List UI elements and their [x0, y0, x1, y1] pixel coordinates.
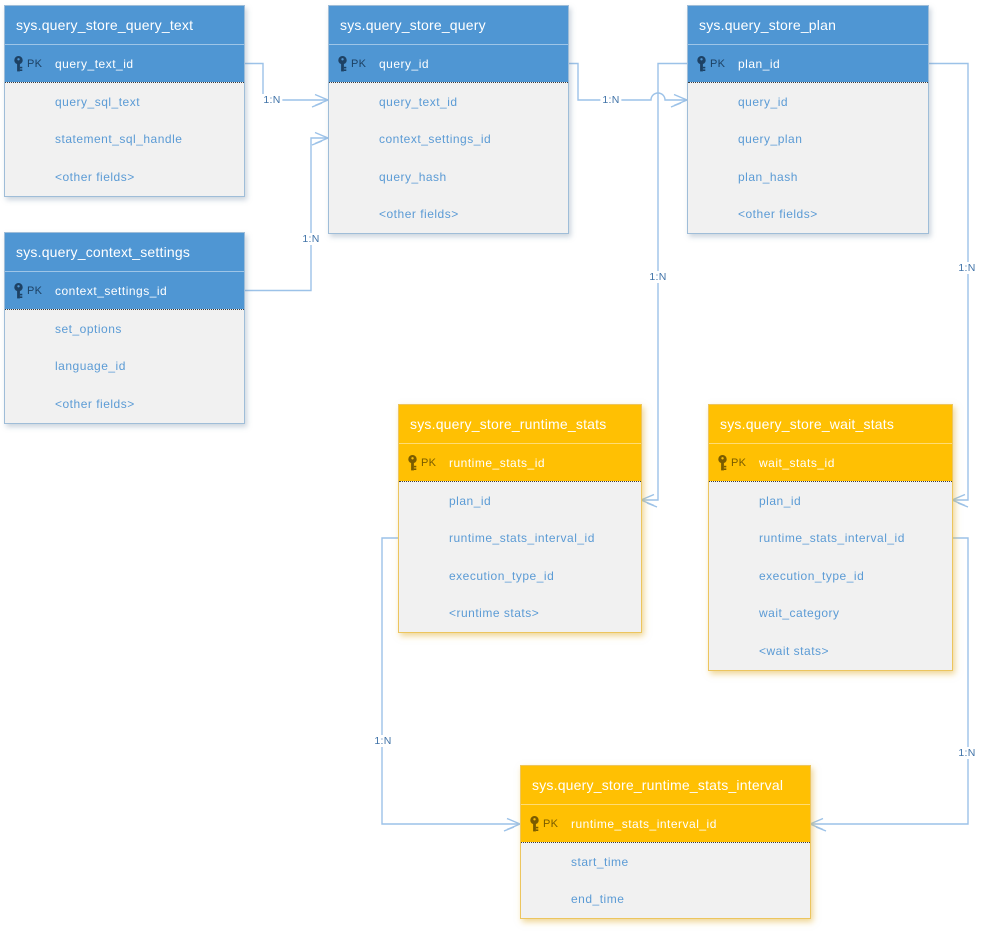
cardinality-label: 1:N: [647, 271, 669, 283]
primary-key-icon: [407, 454, 418, 471]
field-plan-id: plan_id: [759, 493, 802, 508]
pk-field-name: wait_stats_id: [759, 455, 835, 470]
table-title: sys.query_context_settings: [5, 233, 244, 271]
field-other-fields: <other fields>: [738, 207, 818, 222]
pk-label: PK: [27, 57, 43, 70]
field-other-fields: <other fields>: [55, 169, 135, 184]
field-runtime-stats: <runtime stats>: [449, 606, 540, 621]
pk-label: PK: [421, 456, 437, 469]
field-language-id: language_id: [55, 359, 126, 374]
field-list: query_id query_plan plan_hash <other fie…: [688, 82, 928, 233]
field-set-options: set_options: [55, 321, 122, 336]
field-plan-hash: plan_hash: [738, 169, 798, 184]
primary-key-icon: [337, 55, 348, 72]
field-execution-type-id: execution_type_id: [759, 568, 865, 583]
entity-table-query-store-plan[interactable]: sys.query_store_plan PK plan_id query_id…: [687, 5, 929, 234]
pk-row: PK runtime_stats_interval_id: [521, 804, 810, 842]
field-query-hash: query_hash: [379, 169, 447, 184]
entity-table-query-context-settings[interactable]: sys.query_context_settings PK context_se…: [4, 232, 245, 424]
cardinality-label: 1:N: [261, 94, 283, 106]
pk-field-name: plan_id: [738, 56, 781, 71]
pk-row: PK wait_stats_id: [709, 443, 952, 481]
field-wait-stats: <wait stats>: [759, 643, 830, 658]
cardinality-label: 1:N: [956, 747, 978, 759]
pk-field-name: runtime_stats_interval_id: [571, 816, 717, 831]
field-query-id: query_id: [738, 94, 789, 109]
primary-key-icon: [529, 815, 540, 832]
arrowhead-icon: [808, 817, 827, 832]
pk-label: PK: [731, 456, 747, 469]
cardinality-label: 1:N: [600, 94, 622, 106]
primary-key-icon: [717, 454, 728, 471]
field-plan-id: plan_id: [449, 493, 492, 508]
cardinality-label: 1:N: [372, 735, 394, 747]
entity-table-query-store-runtime-stats-interval[interactable]: sys.query_store_runtime_stats_interval P…: [520, 765, 811, 919]
arrowhead-icon: [670, 93, 689, 108]
pk-row: PK runtime_stats_id: [399, 443, 641, 481]
entity-table-query-store-query[interactable]: sys.query_store_query PK query_id query_…: [328, 5, 569, 234]
pk-label: PK: [351, 57, 367, 70]
pk-row: PK query_text_id: [5, 44, 244, 82]
field-list: set_options language_id <other fields>: [5, 309, 244, 423]
arrowhead-icon: [311, 131, 330, 146]
field-statement-sql-handle: statement_sql_handle: [55, 132, 183, 147]
field-execution-type-id: execution_type_id: [449, 568, 555, 583]
arrowhead-icon: [311, 93, 330, 108]
table-title: sys.query_store_runtime_stats_interval: [521, 766, 810, 804]
pk-field-name: context_settings_id: [55, 283, 168, 298]
cardinality-label: 1:N: [300, 233, 322, 245]
arrowhead-icon: [950, 493, 969, 508]
field-other-fields: <other fields>: [379, 207, 459, 222]
connector-line: [810, 537, 969, 825]
entity-table-query-store-query-text[interactable]: sys.query_store_query_text PK query_text…: [4, 5, 245, 197]
pk-label: PK: [710, 57, 726, 70]
table-title: sys.query_store_plan: [688, 6, 928, 44]
connector-line: [928, 62, 969, 501]
pk-label: PK: [543, 817, 559, 830]
pk-label: PK: [27, 284, 43, 297]
pk-field-name: query_text_id: [55, 56, 134, 71]
pk-row: PK query_id: [329, 44, 568, 82]
connector-line: [244, 62, 328, 101]
field-query-text-id: query_text_id: [379, 94, 458, 109]
field-start-time: start_time: [571, 854, 629, 869]
entity-table-query-store-wait-stats[interactable]: sys.query_store_wait_stats PK wait_stats…: [708, 404, 953, 671]
field-runtime-stats-interval-id: runtime_stats_interval_id: [449, 531, 595, 546]
table-title: sys.query_store_query: [329, 6, 568, 44]
arrowhead-icon: [503, 817, 522, 832]
connector-line: [244, 137, 328, 292]
table-title: sys.query_store_wait_stats: [709, 405, 952, 443]
field-list: plan_id runtime_stats_interval_id execut…: [709, 481, 952, 670]
entity-table-query-store-runtime-stats[interactable]: sys.query_store_runtime_stats PK runtime…: [398, 404, 642, 633]
primary-key-icon: [13, 282, 24, 299]
pk-field-name: runtime_stats_id: [449, 455, 546, 470]
field-query-plan: query_plan: [738, 132, 803, 147]
connector-line: [568, 62, 687, 101]
field-wait-category: wait_category: [759, 606, 840, 621]
connector-line: [381, 537, 520, 825]
primary-key-icon: [13, 55, 24, 72]
field-list: start_time end_time: [521, 842, 810, 918]
pk-row: PK context_settings_id: [5, 271, 244, 309]
field-list: query_sql_text statement_sql_handle <oth…: [5, 82, 244, 196]
primary-key-icon: [696, 55, 707, 72]
table-title: sys.query_store_query_text: [5, 6, 244, 44]
field-end-time: end_time: [571, 892, 625, 907]
field-list: query_text_id context_settings_id query_…: [329, 82, 568, 233]
pk-field-name: query_id: [379, 56, 430, 71]
table-title: sys.query_store_runtime_stats: [399, 405, 641, 443]
field-other-fields: <other fields>: [55, 396, 135, 411]
field-query-sql-text: query_sql_text: [55, 94, 141, 109]
field-runtime-stats-interval-id: runtime_stats_interval_id: [759, 531, 905, 546]
cardinality-label: 1:N: [956, 262, 978, 274]
arrowhead-icon: [639, 493, 658, 508]
field-list: plan_id runtime_stats_interval_id execut…: [399, 481, 641, 632]
field-context-settings-id: context_settings_id: [379, 132, 492, 147]
pk-row: PK plan_id: [688, 44, 928, 82]
